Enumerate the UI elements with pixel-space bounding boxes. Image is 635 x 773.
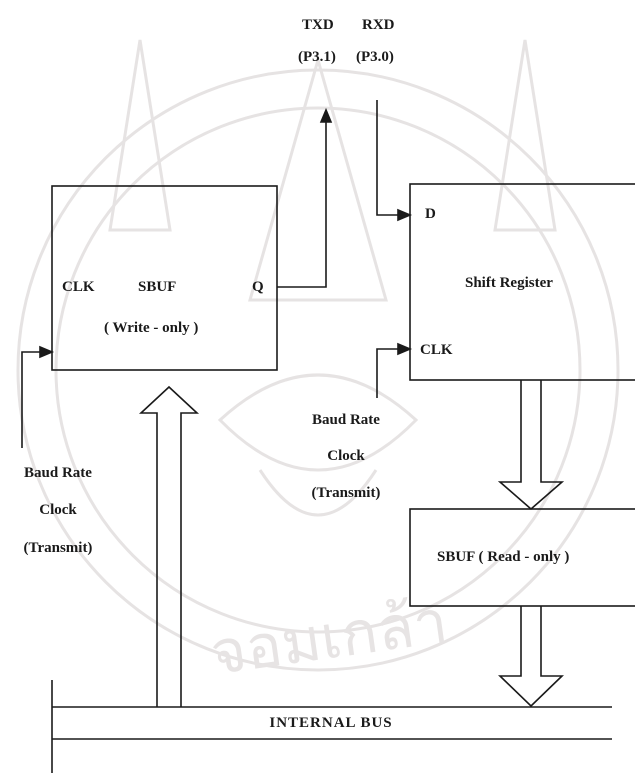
sbuf-to-bus-arrow bbox=[500, 606, 562, 706]
internal-bus-label: INTERNAL BUS bbox=[269, 716, 392, 731]
transmit-baud-rate-label: Baud Rate bbox=[24, 466, 92, 481]
d-input-arrowhead bbox=[398, 210, 410, 220]
d-input-label: D bbox=[425, 207, 436, 222]
rxd-label: RXD bbox=[362, 18, 395, 33]
transmit-clock-line bbox=[22, 352, 42, 448]
txd-arrowhead bbox=[321, 110, 331, 122]
transmit-clock-label: Clock bbox=[39, 503, 77, 518]
receive-clk-label: CLK bbox=[420, 343, 453, 358]
transmit-sbuf-box bbox=[52, 186, 277, 370]
transmit-sbuf-label: SBUF bbox=[138, 280, 176, 295]
bus-to-sbuf-arrow bbox=[141, 387, 197, 707]
receive-transmit-label: (Transmit) bbox=[312, 486, 381, 501]
txd-port-label: (P3.1) bbox=[298, 50, 336, 65]
txd-output-line bbox=[277, 118, 326, 287]
receive-clock-label: Clock bbox=[327, 449, 365, 464]
read-only-sbuf-label: SBUF ( Read - only ) bbox=[437, 550, 569, 565]
transmit-clk-label: CLK bbox=[62, 280, 95, 295]
transmit-clock-arrowhead bbox=[40, 347, 52, 357]
shift-to-sbuf-arrow bbox=[500, 380, 562, 509]
write-only-label: ( Write - only ) bbox=[104, 321, 198, 336]
receive-clock-line bbox=[377, 349, 400, 398]
receive-baud-rate-label: Baud Rate bbox=[312, 413, 380, 428]
txd-label: TXD bbox=[302, 18, 334, 33]
q-output-label: Q bbox=[252, 280, 264, 295]
rxd-port-label: (P3.0) bbox=[356, 50, 394, 65]
transmit-transmit-label: (Transmit) bbox=[24, 541, 93, 556]
receive-clock-arrowhead bbox=[398, 344, 410, 354]
shift-register-label: Shift Register bbox=[465, 276, 553, 291]
rxd-input-line bbox=[377, 100, 400, 215]
